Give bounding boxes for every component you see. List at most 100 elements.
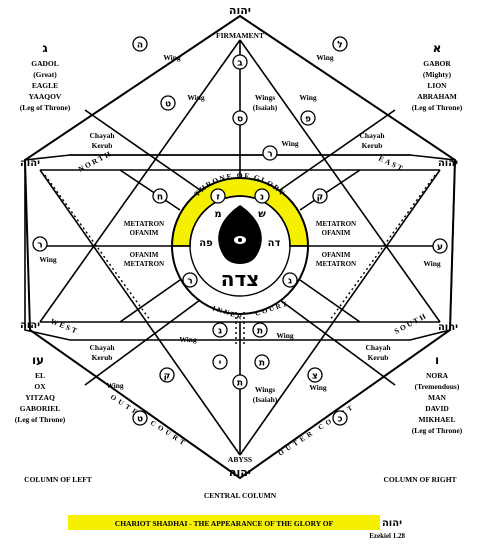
corner-name: יהוה (438, 322, 458, 333)
footer-caption-name: יהוה (382, 518, 402, 529)
path-node-circle (332, 36, 348, 52)
left-lower-line: EL (35, 371, 45, 380)
left-upper-line: (Great) (33, 70, 57, 79)
wing-label: Wing (316, 53, 334, 62)
wing-label: Wing (179, 335, 197, 344)
chayah-kerub-label: Kerub (92, 353, 113, 362)
path-node-letter: נ (260, 193, 264, 203)
path-node-letter: ב (237, 59, 243, 69)
path-node-letter: ט (137, 415, 143, 425)
chayah-kerub-label: Kerub (368, 353, 389, 362)
corner-name: יהוה (20, 320, 40, 331)
right-lower-line: MAN (428, 393, 446, 402)
right-upper-line: (Mighty) (423, 70, 452, 79)
throne-letter: א (236, 204, 243, 215)
chayah-kerub-label: Chayah (359, 131, 385, 140)
path-node-circle (232, 374, 248, 390)
chayah-kerub-label: Chayah (365, 343, 391, 352)
right-lower-block: ו NORA (Tremendous) MAN DAVID MIKHAEL (L… (412, 353, 463, 435)
throne-letter: ש (258, 209, 266, 220)
path-node-circle (32, 236, 48, 252)
column-of-left-label: COLUMN OF LEFT (24, 475, 92, 484)
throne-left-pair: פה (199, 238, 213, 249)
path-node-letter: ח (157, 193, 163, 203)
path-node-letter: ט (165, 100, 171, 110)
left-lower-line: OX (34, 382, 46, 391)
left-lower-line: (Leg of Throne) (15, 415, 66, 424)
path-node-letter: ז (216, 193, 220, 203)
abyss-name: יהוה (229, 466, 251, 479)
path-node-letter: כ (337, 415, 342, 425)
inner-court-label: COURT (254, 299, 290, 317)
left-upper-line: YAAQOV (29, 92, 62, 101)
left-upper-line: GADOL (31, 59, 59, 68)
path-node-letter: ת (237, 379, 243, 389)
path-node-circle (159, 367, 175, 383)
caption-highlight (68, 515, 380, 530)
path-node-letter: ג (218, 327, 222, 337)
star-lines (39, 39, 441, 456)
inner-court-label: INNER (211, 304, 244, 322)
path-node-letter: ס (237, 115, 243, 125)
wings-isaiah-bottom: (Isaiah) (253, 395, 278, 404)
path-node-letter: ר (37, 241, 42, 251)
wing-label: Wing (276, 331, 294, 340)
path-node-circle (232, 54, 248, 70)
path-node-letter: ל (337, 41, 342, 51)
path-node-circle (262, 145, 278, 161)
path-node-circle (212, 322, 228, 338)
right-upper-block: א GABOR (Mighty) LION ABRAHAM (Leg of Th… (412, 41, 463, 112)
chayah-kerub-label: Kerub (92, 141, 113, 150)
right-upper-letter: א (433, 41, 442, 55)
left-lower-line: GABORIEL (20, 404, 60, 413)
wing-label: Wing (39, 255, 57, 264)
path-node-letter: ג (288, 277, 292, 287)
path-node-circle (132, 410, 148, 426)
dotted-diagonals (44, 174, 436, 345)
left-upper-line: EAGLE (32, 81, 58, 90)
wings-isaiah-top: Wings (255, 93, 275, 102)
right-lower-line: (Tremendous) (415, 382, 460, 391)
firmament-label: FIRMAMENT (216, 31, 264, 40)
throne-right-pair: דה (268, 238, 281, 249)
metatron-ofanim-left: METATRON (124, 220, 164, 228)
path-node-letter: ת (257, 327, 263, 337)
path-node-circle (212, 354, 228, 370)
path-node-letter: ק (164, 372, 171, 382)
path-node-circle (160, 95, 176, 111)
throne-center-letters: צדה (221, 267, 260, 291)
path-node-circle (282, 272, 298, 288)
path-node-circle (252, 322, 268, 338)
abyss-label: ABYSS (228, 455, 252, 464)
wing-label: Wing (187, 93, 205, 102)
metatron-ofanim-right: OFANIM (322, 229, 351, 237)
left-upper-line: (Leg of Throne) (20, 103, 71, 112)
path-node-circle (307, 367, 323, 383)
direction-west: WEST (49, 317, 80, 336)
ofanim-metatron-left: OFANIM (130, 251, 159, 259)
wing-label: Wing (281, 139, 299, 148)
path-node-circle (300, 110, 316, 126)
central-flame-icon (218, 205, 262, 264)
left-upper-block: ג GADOL (Great) EAGLE YAAQOV (Leg of Thr… (20, 41, 71, 112)
wing-label: Wing (423, 259, 441, 268)
path-node-letter: ק (317, 193, 324, 203)
right-upper-line: GABOR (423, 59, 451, 68)
right-upper-line: (Leg of Throne) (412, 103, 463, 112)
chayah-kerub-label: Kerub (362, 141, 383, 150)
path-node-circle (210, 188, 226, 204)
right-upper-line: LION (427, 81, 447, 90)
path-node-circle (152, 188, 168, 204)
chayah-kerub-label: Chayah (89, 343, 115, 352)
right-lower-line: (Leg of Throne) (412, 426, 463, 435)
central-column-label: CENTRAL COLUMN (204, 491, 277, 500)
path-node-circle (254, 354, 270, 370)
ofanim-metatron-right: OFANIM (322, 251, 351, 259)
path-node-circle (312, 188, 328, 204)
wing-label: Wing (299, 93, 317, 102)
footer-reference: Ezekiel 1.28 (369, 532, 405, 540)
direction-south: SOUTH (393, 311, 429, 336)
left-lower-letter: עו (32, 353, 44, 367)
outer-court-right-label: OUTER COURT (277, 402, 357, 458)
